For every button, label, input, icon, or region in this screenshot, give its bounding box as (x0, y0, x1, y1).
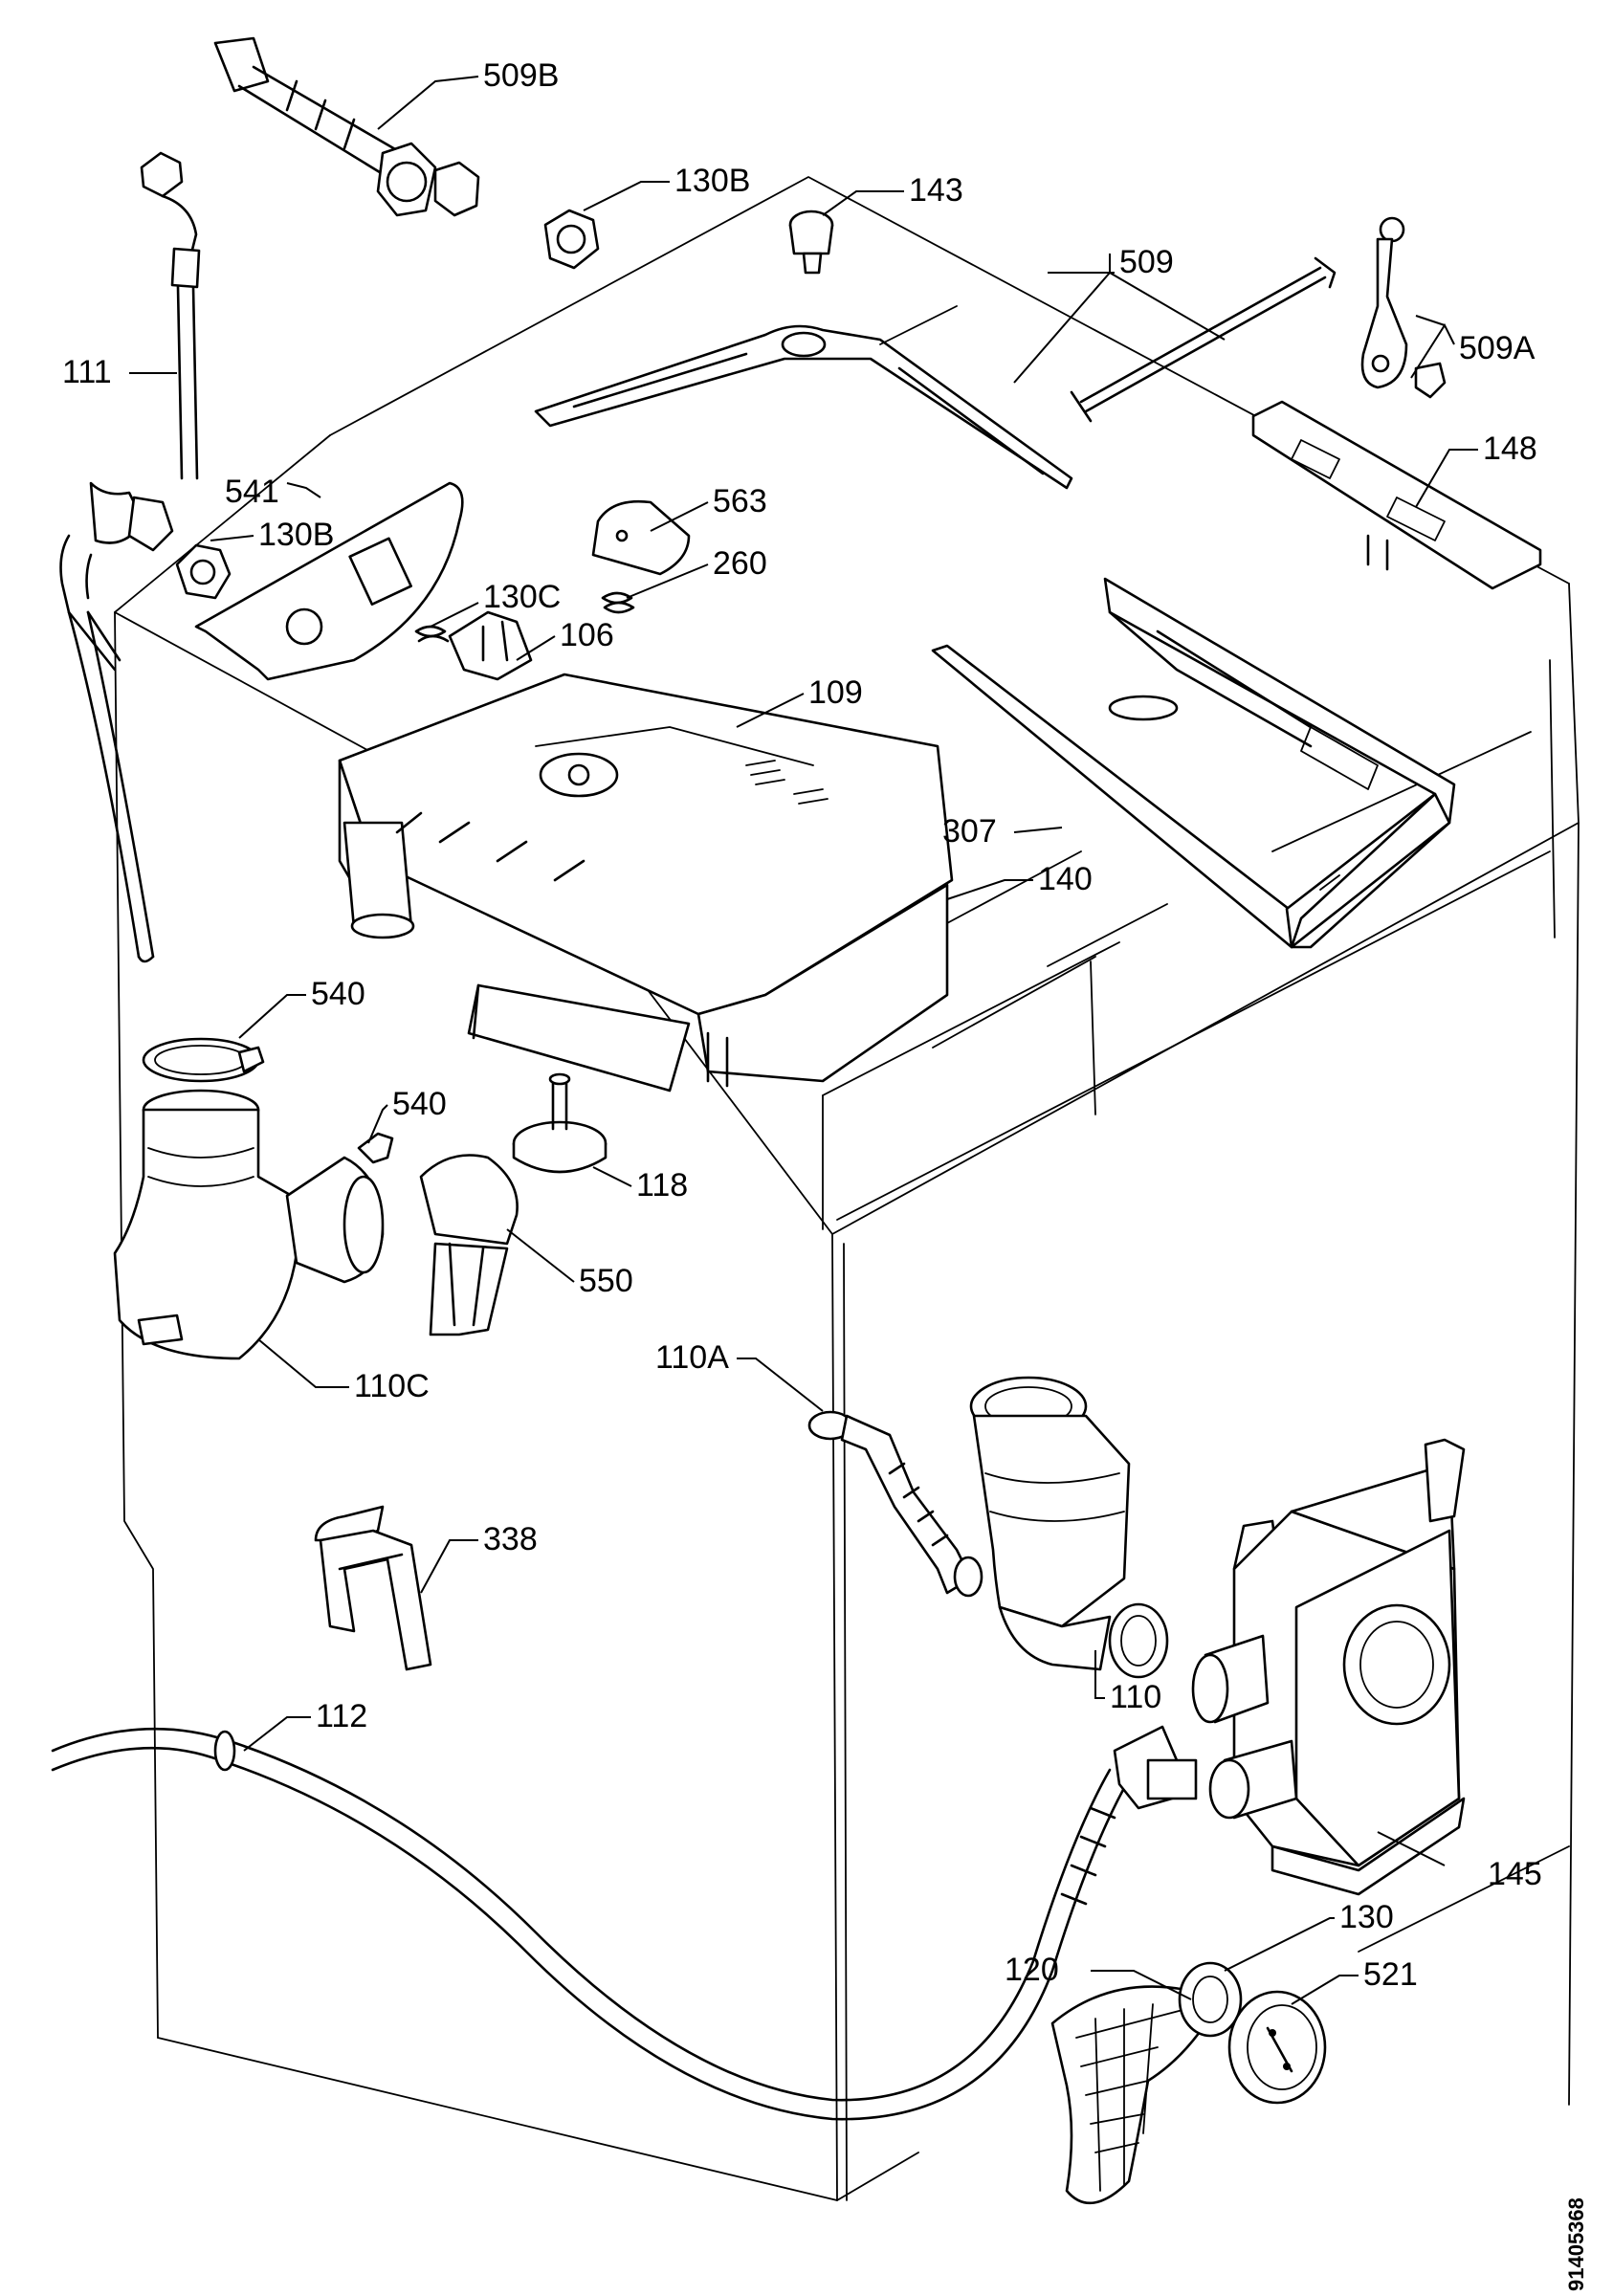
leader-lines (129, 76, 1478, 2005)
knob-143 (788, 210, 834, 275)
cap-563 (591, 499, 691, 576)
cap-521 (1227, 1990, 1327, 2105)
callout-109: 109 (808, 674, 863, 711)
cabinet-outline (114, 176, 1580, 2201)
clamp-540-mid (357, 1132, 394, 1164)
callout-118: 118 (636, 1167, 688, 1203)
callout-130: 130 (1339, 1899, 1394, 1935)
callout-307: 307 (942, 813, 997, 850)
spring-260 (601, 591, 635, 614)
lever-509 (534, 305, 1073, 490)
callout-550: 550 (579, 1263, 633, 1299)
clip-550 (419, 1154, 519, 1336)
hose-110a (807, 1410, 983, 1598)
filter-120 (1050, 1985, 1217, 2205)
callout-143: 143 (909, 172, 963, 209)
panel-541 (194, 481, 464, 681)
callout-labels: 509B 130B 143 509 509A 111 148 541 130B … (62, 57, 1542, 1993)
callout-140: 140 (1038, 861, 1093, 897)
drain-hose-112 (51, 1725, 1198, 2121)
drawer-307 (931, 577, 1456, 949)
callout-112: 112 (316, 1698, 367, 1734)
callout-148: 148 (1483, 430, 1537, 467)
callout-509: 509 (1119, 244, 1174, 280)
callout-106: 106 (560, 617, 614, 653)
callout-111: 111 (62, 354, 112, 390)
callout-540-top: 540 (311, 976, 365, 1012)
callout-130c: 130C (483, 579, 561, 615)
callout-145: 145 (1488, 1856, 1542, 1892)
spring-130c (414, 625, 450, 643)
callout-110c: 110C (354, 1368, 430, 1404)
callout-509a: 509A (1459, 330, 1536, 366)
callout-110: 110 (1110, 1679, 1161, 1715)
inlet-pipe-509b (213, 36, 480, 217)
callout-130b-left: 130B (258, 517, 334, 553)
clip-106 (448, 610, 533, 681)
callout-110a: 110A (655, 1339, 729, 1376)
bracket-148 (1251, 400, 1542, 590)
callout-338: 338 (483, 1521, 538, 1557)
seal-130 (1178, 1961, 1243, 2038)
wheel-118 (512, 1072, 608, 1174)
nut-130b-top (543, 209, 600, 270)
callout-540-mid: 540 (392, 1086, 447, 1122)
document-code: 91405368 (1564, 2197, 1588, 2291)
pump-145 (1191, 1438, 1466, 1896)
callout-260: 260 (713, 545, 767, 582)
clip-338 (314, 1505, 432, 1671)
callout-541: 541 (225, 474, 279, 510)
rod-509 (1070, 256, 1337, 423)
callout-521: 521 (1363, 1956, 1418, 1993)
bellows-110 (969, 1376, 1169, 1679)
hose-111 (140, 151, 201, 480)
dispenser-housing-109 (338, 673, 954, 1093)
callout-563: 563 (713, 483, 767, 519)
callout-120: 120 (1005, 1952, 1059, 1988)
clamp-540-top (142, 1037, 265, 1083)
nut-130b-left (175, 543, 232, 600)
callout-509b: 509B (483, 57, 559, 94)
hose-left-drain (59, 481, 174, 963)
callout-130b-top: 130B (674, 163, 750, 199)
sump-110c (113, 1089, 385, 1360)
linkage-509a (1360, 216, 1447, 399)
